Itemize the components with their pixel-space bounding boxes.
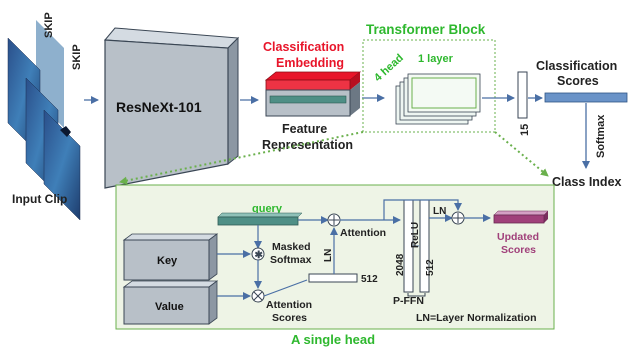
masked-softmax-label-2: Softmax <box>270 254 312 266</box>
backbone-block: ResNeXt-101 <box>103 27 240 189</box>
updated-scores-top <box>493 210 549 216</box>
query-bar <box>217 216 299 226</box>
transformer-block: Transformer Block 4 head 1 layer <box>362 22 496 133</box>
skip-label-top: SKIP <box>43 12 55 38</box>
transformer-dashed-frame <box>362 39 496 133</box>
output-section: 15 Classification Scores Softmax Class I… <box>517 59 628 189</box>
backbone-front-face <box>104 39 229 189</box>
input-clip: SKIP SKIP Input Clip <box>7 12 83 221</box>
pffn-bracket <box>407 293 426 297</box>
classification-embedding-label-1: Classification <box>263 40 344 54</box>
embedding-red-side <box>350 72 360 90</box>
embedding-stack: Classification Embedding Feature Represe… <box>262 40 362 152</box>
classification-scores-label-2: Scores <box>557 74 599 88</box>
ln-left-label: LN <box>323 249 334 262</box>
backbone-side-face <box>227 36 239 166</box>
key-block-top <box>122 233 219 241</box>
multiply-to-512 <box>263 279 308 297</box>
ffn-skip-connection <box>383 199 462 220</box>
query-label: query <box>252 203 283 215</box>
attention-scores-label-2: Scores <box>272 312 307 324</box>
softmax-label: Softmax <box>595 114 607 158</box>
zoom-connector-left <box>119 131 364 185</box>
dim-2048-label: 2048 <box>395 253 406 276</box>
classification-embedding-label-2: Embedding <box>276 56 344 70</box>
key-label: Key <box>157 255 178 267</box>
classification-scores-box <box>544 92 628 103</box>
dim-512-left-label: 512 <box>361 274 378 285</box>
head-layer-1 <box>407 73 481 113</box>
single-head-panel: query Key Value ✱ Masked Softmax Attenti… <box>115 184 555 330</box>
input-clip-label: Input Clip <box>12 192 67 206</box>
feature-representation-label-2: Representation <box>262 138 353 152</box>
attention-label: Attention <box>340 227 386 239</box>
ffn-512-layer <box>419 199 430 293</box>
embedding-red-front <box>265 79 351 91</box>
ln-note: LN=Layer Normalization <box>416 312 537 324</box>
embedding-red-top <box>264 71 362 81</box>
class-index-label: Class Index <box>552 175 622 189</box>
ln-right-label: LN <box>433 206 446 217</box>
updated-scores-label-2: Scores <box>501 244 536 256</box>
dim-512-right-label: 512 <box>425 259 436 276</box>
masked-softmax-label-1: Masked <box>272 241 311 253</box>
transformer-block-label: Transformer Block <box>366 22 486 37</box>
dim-15-label: 15 <box>519 124 531 136</box>
backbone-label: ResNeXt-101 <box>116 99 202 115</box>
vector-15 <box>517 71 528 119</box>
updated-scores-box <box>493 214 545 224</box>
multiply-x-b <box>253 291 263 301</box>
updated-scores-side <box>544 211 548 223</box>
masked-softmax-star: ✱ <box>255 250 264 261</box>
heads-label: 4 head <box>372 52 406 84</box>
classification-scores-label-1: Classification <box>536 59 617 73</box>
value-block-top <box>122 280 219 288</box>
single-head-caption: A single head <box>291 332 375 347</box>
feature-side <box>350 82 360 116</box>
relu-label: ReLU <box>410 222 421 248</box>
skip-label-mid: SKIP <box>71 44 83 70</box>
pffn-label: P-FFN <box>393 295 424 307</box>
attention-scores-label-1: Attention <box>266 299 312 311</box>
projection-512-left <box>308 273 358 283</box>
zoom-connector-right <box>494 131 549 177</box>
layers-label: 1 layer <box>418 53 454 65</box>
value-block <box>123 286 210 325</box>
query-bar-top <box>217 212 303 218</box>
key-block-side <box>208 233 218 281</box>
clip-figure-icon <box>60 126 71 137</box>
key-block <box>123 239 210 281</box>
value-block-side <box>208 280 218 325</box>
feature-representation-label-1: Feature <box>282 122 327 136</box>
updated-scores-label-1: Updated <box>497 231 539 243</box>
value-label: Value <box>155 301 184 313</box>
feature-teal-bar <box>269 95 347 104</box>
head-inner-box <box>411 77 477 109</box>
